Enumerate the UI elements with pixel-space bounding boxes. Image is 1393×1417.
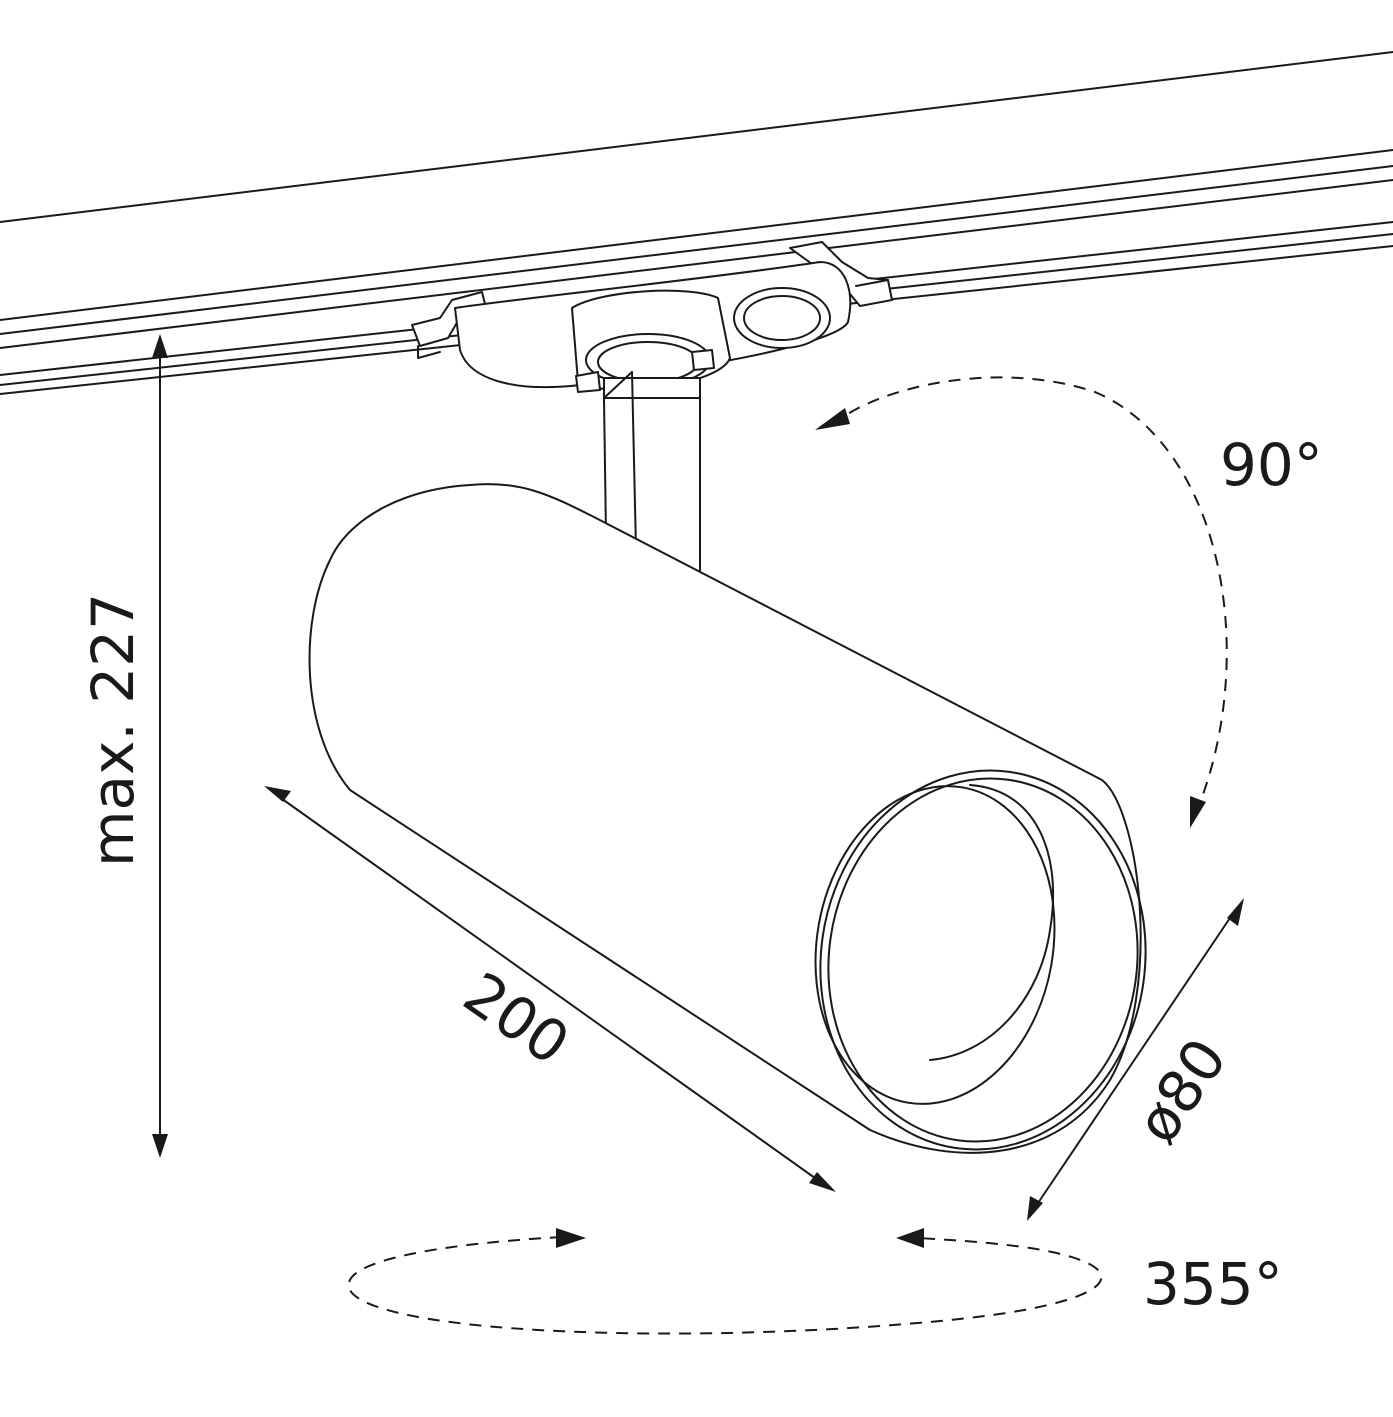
stem-housing <box>571 289 731 417</box>
spotlight-cylinder <box>308 483 1147 1154</box>
height-label: max. 227 <box>79 593 147 867</box>
diameter-label: ø80 <box>1123 1026 1240 1155</box>
rotation-label: 355° <box>1143 1250 1283 1318</box>
length-dimension <box>264 786 836 1192</box>
tilt-arc <box>815 376 1228 828</box>
height-dimension <box>152 334 168 1158</box>
length-label: 200 <box>452 959 582 1078</box>
tilt-label: 90° <box>1220 431 1323 499</box>
rotation-ellipse <box>347 1228 1103 1335</box>
diameter-dimension <box>1027 898 1244 1221</box>
